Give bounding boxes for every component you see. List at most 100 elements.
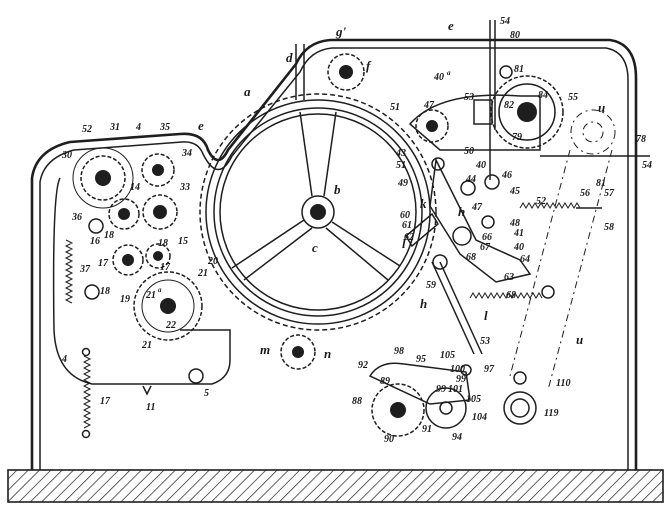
label-78: 78: [636, 134, 646, 145]
label-a: a: [244, 84, 251, 99]
label-21-low: 21: [141, 340, 152, 351]
label-92: 92: [358, 360, 368, 371]
spring-pin-68: [541, 285, 555, 299]
label-20: 20: [207, 256, 218, 267]
phantom-wheel-u: [570, 109, 616, 155]
label-33: 33: [179, 182, 190, 193]
label-61: 61: [402, 220, 412, 231]
label-89: 89: [380, 376, 390, 387]
frame-inner-outline: [39, 47, 629, 470]
label-54-right: 54: [642, 160, 652, 171]
label-h1: h: [458, 204, 465, 219]
spring-pin-lower: [81, 429, 91, 439]
label-40a-sup: a: [447, 69, 451, 77]
label-d: d: [286, 50, 293, 65]
label-e-top: e: [448, 18, 454, 33]
label-e-left: e: [198, 118, 204, 133]
label-79: 79: [512, 132, 522, 143]
label-14: 14: [130, 182, 140, 193]
label-17-low: 17: [100, 396, 111, 407]
label-67: 67: [480, 242, 491, 253]
label-4-low: 4: [61, 354, 67, 365]
gear-22: [133, 271, 203, 341]
lever-h: [431, 261, 483, 355]
middle-linkage: [405, 157, 532, 283]
label-40-mid: 40: [475, 160, 486, 171]
label-u1: u: [598, 100, 605, 115]
label-43: 43: [395, 148, 406, 159]
label-15: 15: [178, 236, 188, 247]
label-94: 94: [452, 432, 462, 443]
spring-68: [469, 292, 543, 299]
wheel-hub: [310, 204, 326, 220]
label-99-top: 99: [456, 374, 466, 385]
label-b: b: [334, 182, 341, 197]
label-99: 99: [436, 384, 446, 395]
label-58: 58: [604, 222, 614, 233]
label-49: 49: [397, 178, 408, 189]
label-19: 19: [120, 294, 130, 305]
label-22: 22: [165, 320, 176, 331]
label-52-left: 52: [82, 124, 92, 135]
main-drive-wheel: [199, 93, 437, 331]
label-21a-sup: a: [158, 286, 162, 294]
label-h2: h: [420, 296, 427, 311]
label-54-top: 54: [500, 16, 510, 27]
label-82: 82: [504, 100, 514, 111]
label-100: 100: [450, 364, 465, 375]
frame-outline: [30, 38, 638, 470]
label-59: 59: [426, 280, 436, 291]
phantom-lines: [509, 149, 613, 391]
left-spring-lower: [82, 355, 92, 429]
label-17-left: 17: [98, 258, 109, 269]
label-48: 48: [509, 218, 520, 229]
label-5: 5: [204, 388, 209, 399]
label-u2: u: [576, 332, 583, 347]
label-81-lower: 81: [596, 178, 606, 189]
label-97: 97: [484, 364, 495, 375]
label-68: 68: [466, 252, 476, 263]
label-51-top: 51: [390, 102, 400, 113]
reference-labels: e g' d f a e b c l l m n h h k u u 54 80…: [61, 16, 652, 445]
label-105-low: 105: [466, 394, 481, 405]
label-60: 60: [400, 210, 410, 221]
label-50: 50: [464, 146, 474, 157]
label-44: 44: [465, 174, 476, 185]
label-56: 56: [580, 188, 590, 199]
label-104: 104: [472, 412, 487, 423]
label-31: 31: [109, 122, 120, 133]
label-21a: 21: [145, 290, 156, 301]
label-46: 46: [501, 170, 512, 181]
label-k: k: [420, 196, 427, 211]
label-n: n: [324, 346, 331, 361]
right-upper-mechanism: [408, 65, 564, 151]
label-62: 62: [404, 232, 414, 243]
label-f: f: [366, 58, 372, 73]
left-plate: [52, 177, 231, 385]
label-37: 37: [79, 264, 91, 275]
spring-52: [519, 202, 581, 209]
spring-pin: [81, 347, 91, 357]
label-30: 30: [61, 150, 72, 161]
label-40a: 40: [433, 72, 444, 83]
label-105-top: 105: [440, 350, 455, 361]
label-11: 11: [146, 402, 155, 413]
label-66: 66: [482, 232, 492, 243]
label-4-top: 4: [135, 122, 141, 133]
label-110: 110: [556, 378, 570, 389]
label-40-low: 40: [513, 242, 524, 253]
label-18-upper: 18: [158, 238, 168, 249]
label-m: m: [260, 342, 270, 357]
label-47-top: 47: [423, 100, 435, 111]
label-95: 95: [416, 354, 426, 365]
label-47-mid: 47: [471, 202, 483, 213]
screw-5: [188, 368, 204, 384]
label-c: c: [312, 240, 318, 255]
label-88: 88: [352, 396, 362, 407]
label-57: 57: [604, 188, 615, 199]
foot-11: [142, 385, 152, 396]
label-91: 91: [422, 424, 432, 435]
label-18-left: 18: [104, 230, 114, 241]
label-63: 63: [504, 272, 514, 283]
